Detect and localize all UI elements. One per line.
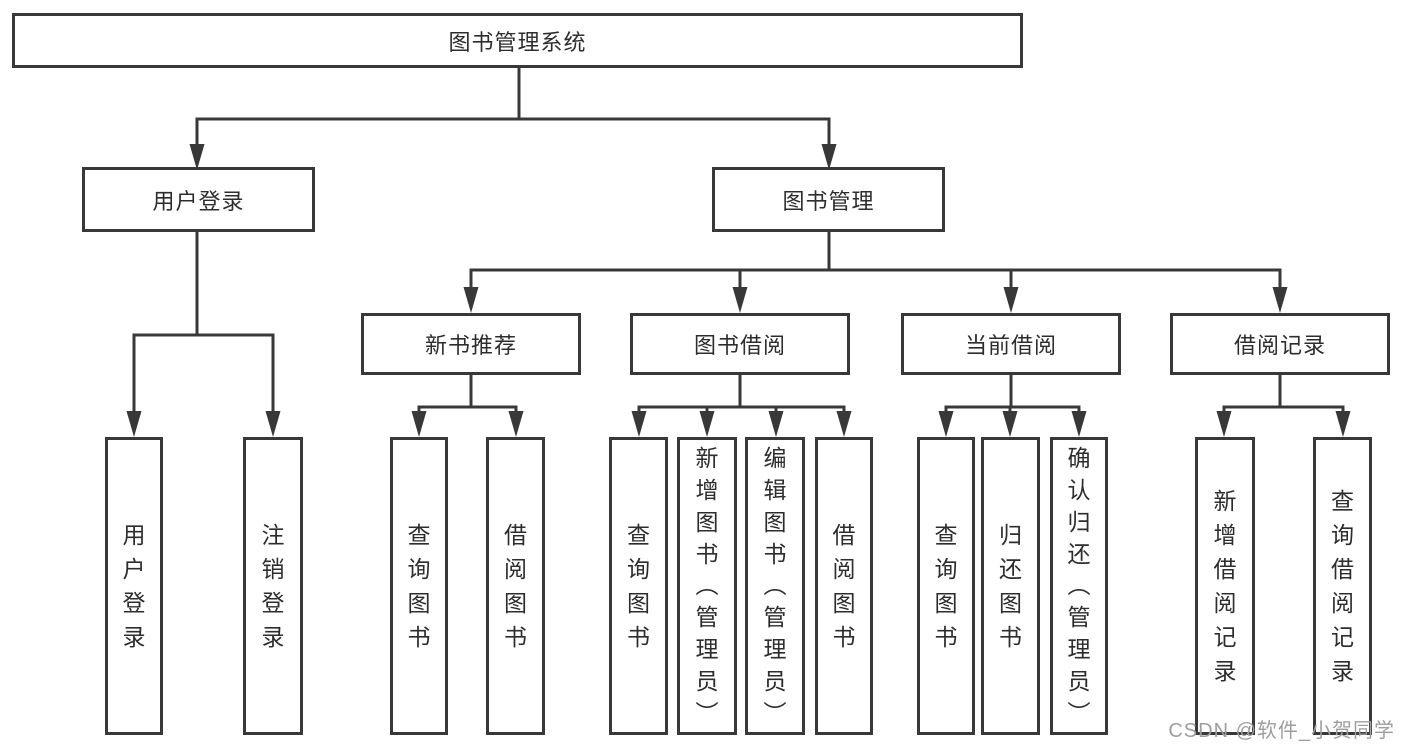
node-new-book-recommend: 新书推荐 <box>361 313 581 375</box>
node-book-management: 图书管理 <box>712 167 945 232</box>
node-leaf-search-borrow-record: 查询借阅记录 <box>1313 437 1372 735</box>
node-label: 借阅图书 <box>832 521 856 650</box>
node-leaf-search-books-borrowing: 查询图书 <box>609 437 668 735</box>
arrowheads <box>126 144 1351 437</box>
node-label: 确认归还︵管理员︶ <box>1067 445 1091 726</box>
node-label: 用户登录 <box>122 521 146 650</box>
node-label: 当前借阅 <box>964 333 1057 358</box>
node-label: 用户登录 <box>152 188 245 214</box>
node-label: 查询图书 <box>407 521 431 650</box>
node-leaf-add-book-admin: 新增图书︵管理员︶ <box>677 437 737 735</box>
node-leaf-borrow-books-recommend: 借阅图书 <box>486 437 545 735</box>
node-user-login: 用户登录 <box>82 167 315 232</box>
node-root-library-system: 图书管理系统 <box>12 13 1023 68</box>
node-leaf-return-book: 归还图书 <box>981 437 1040 735</box>
node-label: 新增借阅记录 <box>1213 487 1237 684</box>
node-label: 借阅记录 <box>1233 333 1326 358</box>
node-label: 归还图书 <box>999 521 1022 650</box>
node-leaf-borrow-books-borrowing: 借阅图书 <box>815 437 873 735</box>
csdn-watermark: CSDN @软件_小贺同学 <box>1168 720 1395 742</box>
node-current-borrowing: 当前借阅 <box>901 313 1121 375</box>
node-leaf-edit-book-admin: 编辑图书︵管理员︶ <box>745 437 805 735</box>
node-leaf-user-login: 用户登录 <box>105 437 163 735</box>
node-borrow-records: 借阅记录 <box>1170 313 1390 375</box>
node-label: 借阅图书 <box>504 521 527 650</box>
node-leaf-confirm-return-admin: 确认归还︵管理员︶ <box>1050 437 1108 735</box>
node-leaf-logout: 注销登录 <box>243 437 303 735</box>
node-label: 编辑图书︵管理员︶ <box>763 445 787 726</box>
node-label: 图书借阅 <box>693 333 786 358</box>
node-label: 查询图书 <box>934 521 958 650</box>
node-label: 图书管理 <box>782 188 875 214</box>
node-leaf-search-books-current: 查询图书 <box>917 437 975 735</box>
node-label: 图书管理系统 <box>448 29 587 55</box>
node-label: 新增图书︵管理员︶ <box>695 445 719 726</box>
node-label: 查询图书 <box>627 521 650 650</box>
node-label: 查询借阅记录 <box>1331 487 1354 684</box>
node-book-borrowing: 图书借阅 <box>630 313 850 375</box>
node-label: 注销登录 <box>261 521 285 650</box>
node-leaf-add-borrow-record: 新增借阅记录 <box>1195 437 1255 735</box>
node-label: 新书推荐 <box>424 333 517 358</box>
node-leaf-search-books-recommend: 查询图书 <box>390 437 448 735</box>
